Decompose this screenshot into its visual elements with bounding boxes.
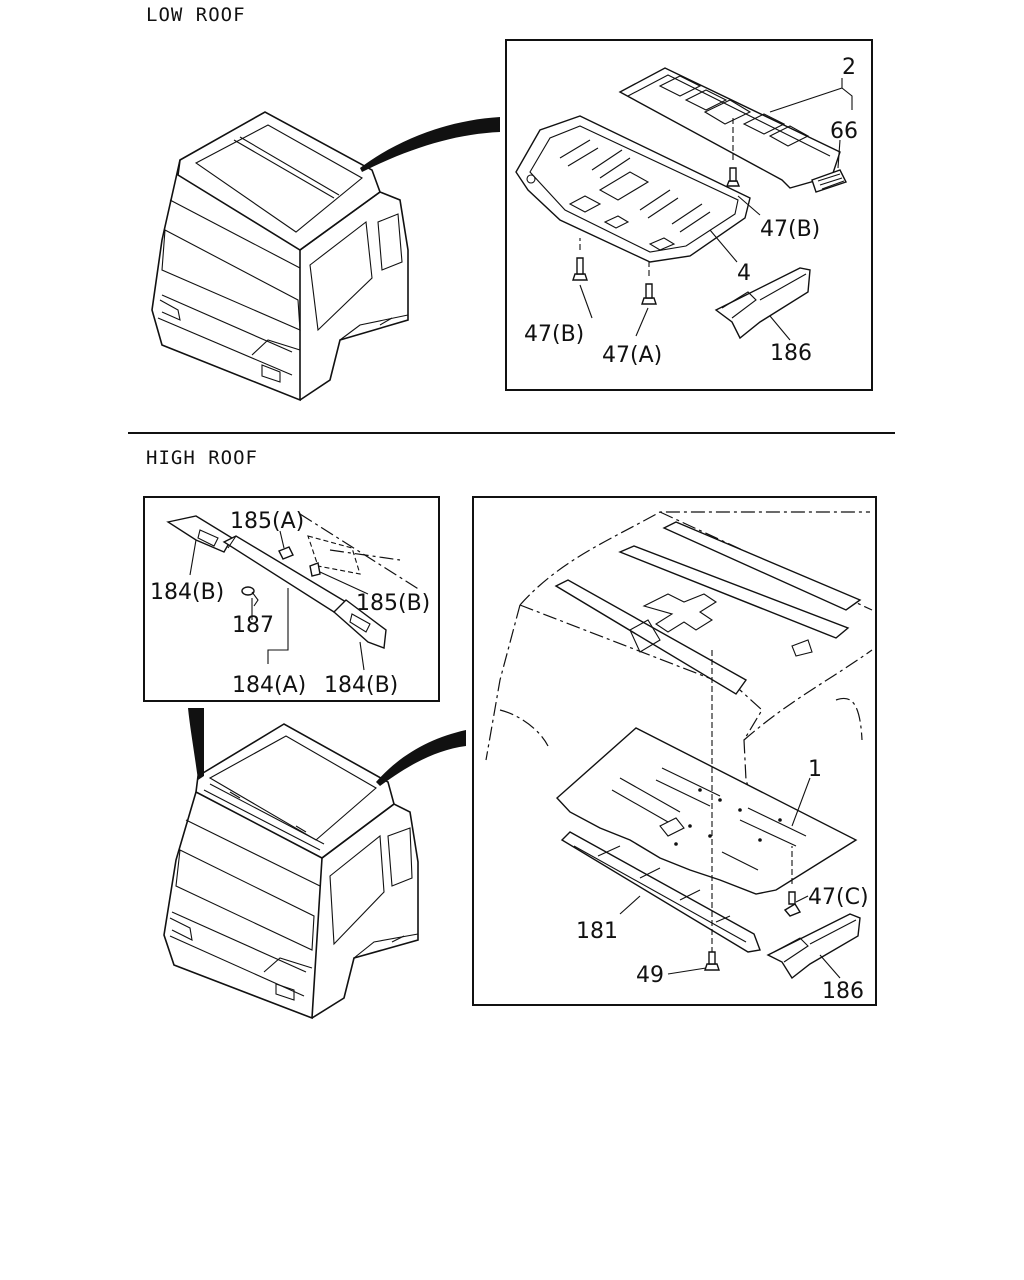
label-181: 181 (576, 919, 618, 944)
high-roof-detail-box-right (472, 496, 877, 1006)
part-2-rear-trim (618, 67, 841, 189)
label-47b-right: 47(B) (760, 217, 820, 242)
roof-rail-rear (662, 521, 862, 611)
roof-rail-middle (618, 545, 850, 657)
high-roof-trim-parts (166, 513, 421, 671)
low-roof-cab (151, 111, 500, 402)
low-roof-parts (515, 67, 853, 341)
label-185b: 185(B) (356, 591, 430, 616)
label-184b-right: 184(B) (324, 673, 398, 698)
part-187-clip (241, 586, 259, 607)
label-66: 66 (830, 119, 858, 144)
part-4-front-panel (515, 115, 751, 263)
label-186-high: 186 (822, 979, 864, 1004)
screw-47a (641, 283, 657, 305)
label-2: 2 (842, 55, 856, 80)
label-47c: 47(C) (808, 885, 869, 910)
high-roof-cab (163, 708, 466, 1020)
label-1: 1 (808, 757, 822, 782)
part-186-pillar-trim-high (766, 913, 861, 980)
roof-rail-front (554, 579, 748, 695)
part-184b-right-bracket (332, 599, 387, 649)
screw-47c (783, 891, 802, 917)
part-181-front-header-trim (560, 831, 761, 953)
part-66-grille (811, 169, 847, 193)
part-186-pillar-trim (714, 267, 811, 340)
label-185a: 185(A) (230, 509, 304, 534)
label-47a: 47(A) (602, 343, 662, 368)
label-49: 49 (636, 963, 664, 988)
screw-49 (704, 951, 720, 971)
part-184b-left-bracket (166, 515, 233, 553)
part-185a-clip (278, 546, 294, 560)
label-184b-left: 184(B) (150, 580, 224, 605)
high-roof-title: HIGH ROOF (146, 447, 258, 469)
label-186-low: 186 (770, 341, 812, 366)
screw-47b-left (572, 257, 588, 281)
screw-47b-right (725, 167, 741, 187)
label-187: 187 (232, 613, 274, 638)
high-roof-interior (485, 511, 873, 980)
label-47b-left: 47(B) (524, 322, 584, 347)
part-1-roof-panel (555, 727, 858, 895)
high-roof-detail-box-left (143, 496, 440, 702)
low-roof-detail-box (505, 39, 873, 391)
label-184a: 184(A) (232, 673, 306, 698)
label-4: 4 (737, 261, 751, 286)
part-185b-clip (309, 562, 321, 577)
low-roof-title: LOW ROOF (146, 4, 246, 26)
